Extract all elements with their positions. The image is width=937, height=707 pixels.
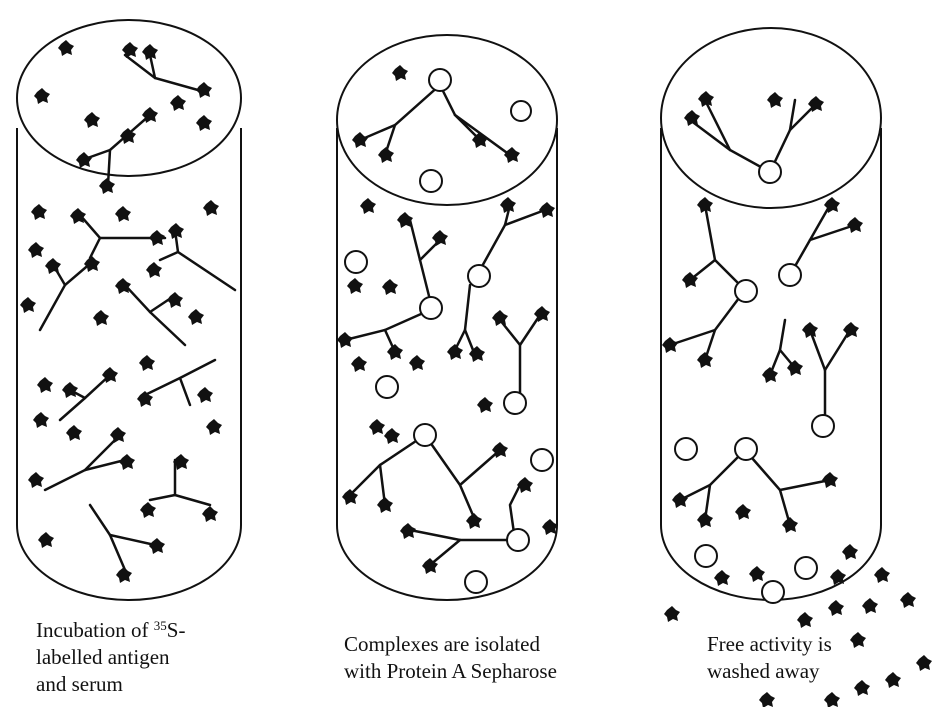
caption-wash-line1: Free activity is — [707, 632, 832, 656]
caption-incubation-isotope-mass: 35 — [154, 618, 167, 633]
caption-isolation-line1: Complexes are isolated — [344, 632, 540, 656]
caption-incubation-line3: and serum — [36, 672, 123, 696]
caption-wash: Free activity is washed away — [707, 631, 907, 685]
caption-isolation: Complexes are isolated with Protein A Sep… — [344, 631, 664, 685]
caption-incubation-line1-pre: Incubation of — [36, 618, 154, 642]
antibodies — [40, 55, 855, 570]
caption-wash-line2: washed away — [707, 659, 820, 683]
caption-isolation-line2: with Protein A Sepharose — [344, 659, 557, 683]
caption-incubation-line1-post: S- — [167, 618, 186, 642]
caption-incubation-line2: labelled antigen — [36, 645, 170, 669]
sepharose-beads — [345, 69, 834, 603]
caption-incubation: Incubation of 35S-labelled antigen and se… — [36, 617, 286, 698]
labelled-antigen-particles — [20, 40, 932, 707]
